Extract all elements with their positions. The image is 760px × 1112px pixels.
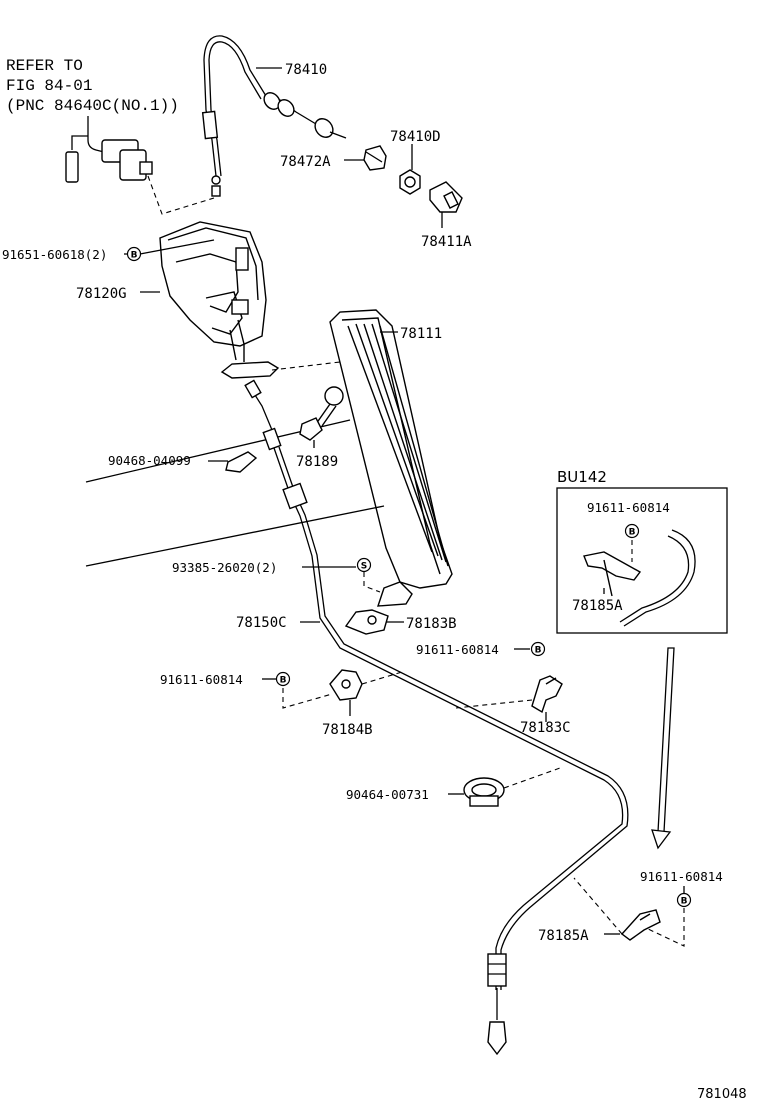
label-91651-60618: 91651-60618(2) (2, 247, 107, 262)
inset-title: BU142 (557, 468, 607, 486)
label-91611-60814-left: 91611-60814 (160, 672, 243, 687)
label-78185a: 78185A (538, 928, 589, 944)
label-78410: 78410 (285, 62, 327, 78)
label-90468-04099: 90468-04099 (108, 453, 191, 468)
clip-78472a-drawing (363, 145, 387, 171)
bracket-78185a-drawing (620, 909, 661, 941)
inset-arrow (651, 647, 675, 850)
label-78410d: 78410D (390, 129, 441, 145)
figure-number: 781048 (697, 1087, 747, 1102)
svg-text:B: B (131, 251, 138, 261)
badge-b-91651: B (126, 246, 142, 262)
inset-badge-b: B (624, 523, 640, 539)
refer-note-line2: FIG 84-01 (6, 77, 92, 95)
badge-s-93385: S (356, 557, 372, 573)
label-91611-60814-center: 91611-60814 (416, 642, 499, 657)
throttle-cable-upper-drawing (201, 35, 347, 197)
inset-bracket-drawing (583, 551, 642, 597)
refer-note-line3: (PNC 84640C(NO.1)) (6, 97, 179, 115)
badge-b-91611-left: B (275, 671, 291, 687)
label-90464-00731: 90464-00731 (346, 787, 429, 802)
label-78472a: 78472A (280, 154, 331, 170)
cap-78411a-drawing (429, 181, 463, 213)
lever-78189-drawing (299, 386, 344, 441)
refer-note-line1: REFER TO (6, 57, 83, 75)
label-78120g: 78120G (76, 286, 127, 302)
label-91611-60814-right: 91611-60814 (640, 869, 723, 884)
bracket-78183c-drawing (531, 675, 563, 714)
accelerator-pedal-78111-drawing (329, 309, 453, 607)
clamp-78183b-drawing (344, 609, 389, 635)
label-78184b: 78184B (322, 722, 373, 738)
label-78189: 78189 (296, 454, 338, 470)
svg-text:B: B (681, 897, 688, 907)
floor-line-lower (85, 505, 385, 567)
svg-text:S: S (361, 562, 367, 572)
svg-text:B: B (280, 676, 287, 686)
svg-text:B: B (535, 646, 542, 656)
stop-lamp-switch-drawing (65, 116, 153, 183)
throttle-cable-lower-drawing (244, 379, 629, 1056)
badge-b-91611-right: B (676, 892, 692, 908)
label-78183b: 78183B (406, 616, 457, 632)
svg-text:B: B (629, 528, 636, 538)
label-78411a: 78411A (421, 234, 472, 250)
inset-bolt-label: 91611-60814 (587, 500, 670, 515)
clamp-78184b-drawing (329, 669, 363, 701)
badge-b-91611-center: B (530, 641, 546, 657)
nut-78410d-drawing (399, 169, 421, 195)
label-78111: 78111 (400, 326, 442, 342)
label-93385-26020: 93385-26020(2) (172, 560, 277, 575)
inset-bracket-label: 78185A (572, 598, 623, 614)
clamp-90464-00731-drawing (463, 777, 505, 807)
clip-90468-04099-drawing (225, 451, 258, 473)
label-78150c: 78150C (236, 615, 287, 631)
pedal-bracket-78120g-drawing (159, 221, 280, 379)
label-78183c: 78183C (520, 720, 571, 736)
